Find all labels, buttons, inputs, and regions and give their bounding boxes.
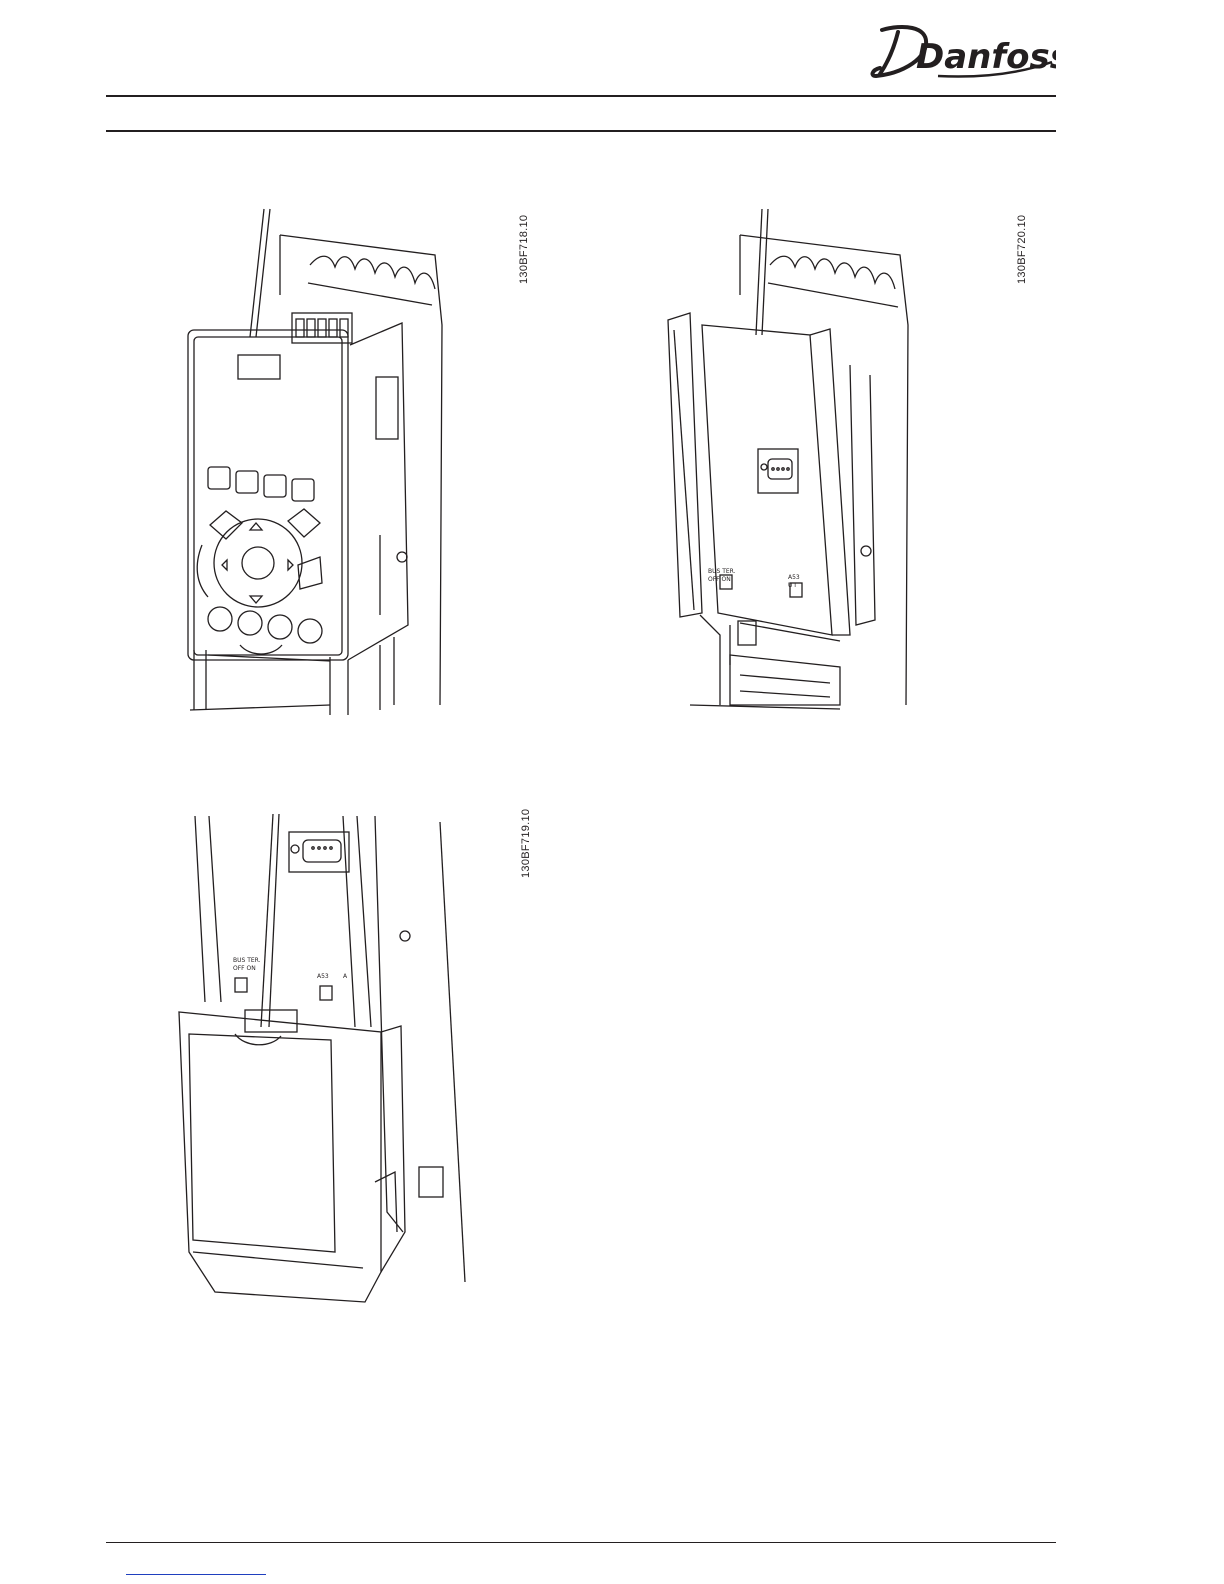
drawing-lcp-removed: BUS TER. OFF ON A53 U I xyxy=(660,205,940,715)
label-bus-ter: BUS TER. xyxy=(708,568,736,575)
label-off-on: OFF ON xyxy=(708,576,731,583)
figure-code-1: 130BF718.10 xyxy=(518,215,530,284)
label-a-3: A xyxy=(343,973,348,980)
drawing-lcp-mounted xyxy=(180,205,470,715)
label-u-i: U I xyxy=(788,582,796,589)
figure-code-3: 130BF719.10 xyxy=(520,809,532,878)
label-a53-3: A53 xyxy=(317,973,329,980)
danfoss-logo: Danfoss xyxy=(868,18,1056,84)
label-bus-ter-3: BUS TER. xyxy=(233,957,261,964)
figure-blind-cover: BUS TER. OFF ON A53 A xyxy=(175,812,475,1312)
header-rule-bottom xyxy=(106,130,1056,132)
logo-wordmark: Danfoss xyxy=(916,37,1056,77)
header-rule-top xyxy=(106,95,1056,97)
footer-rule xyxy=(106,1542,1056,1543)
figure-lcp-mounted xyxy=(180,205,470,715)
label-a53: A53 xyxy=(788,574,800,581)
label-off-on-3: OFF ON xyxy=(233,965,256,972)
figure-lcp-removed: BUS TER. OFF ON A53 U I xyxy=(660,205,940,715)
drawing-blind-cover: BUS TER. OFF ON A53 A xyxy=(175,812,475,1312)
figure-code-2: 130BF720.10 xyxy=(1016,215,1028,284)
danfoss-logo-graphic: Danfoss xyxy=(868,18,1056,84)
footer-link-underline xyxy=(126,1574,266,1575)
